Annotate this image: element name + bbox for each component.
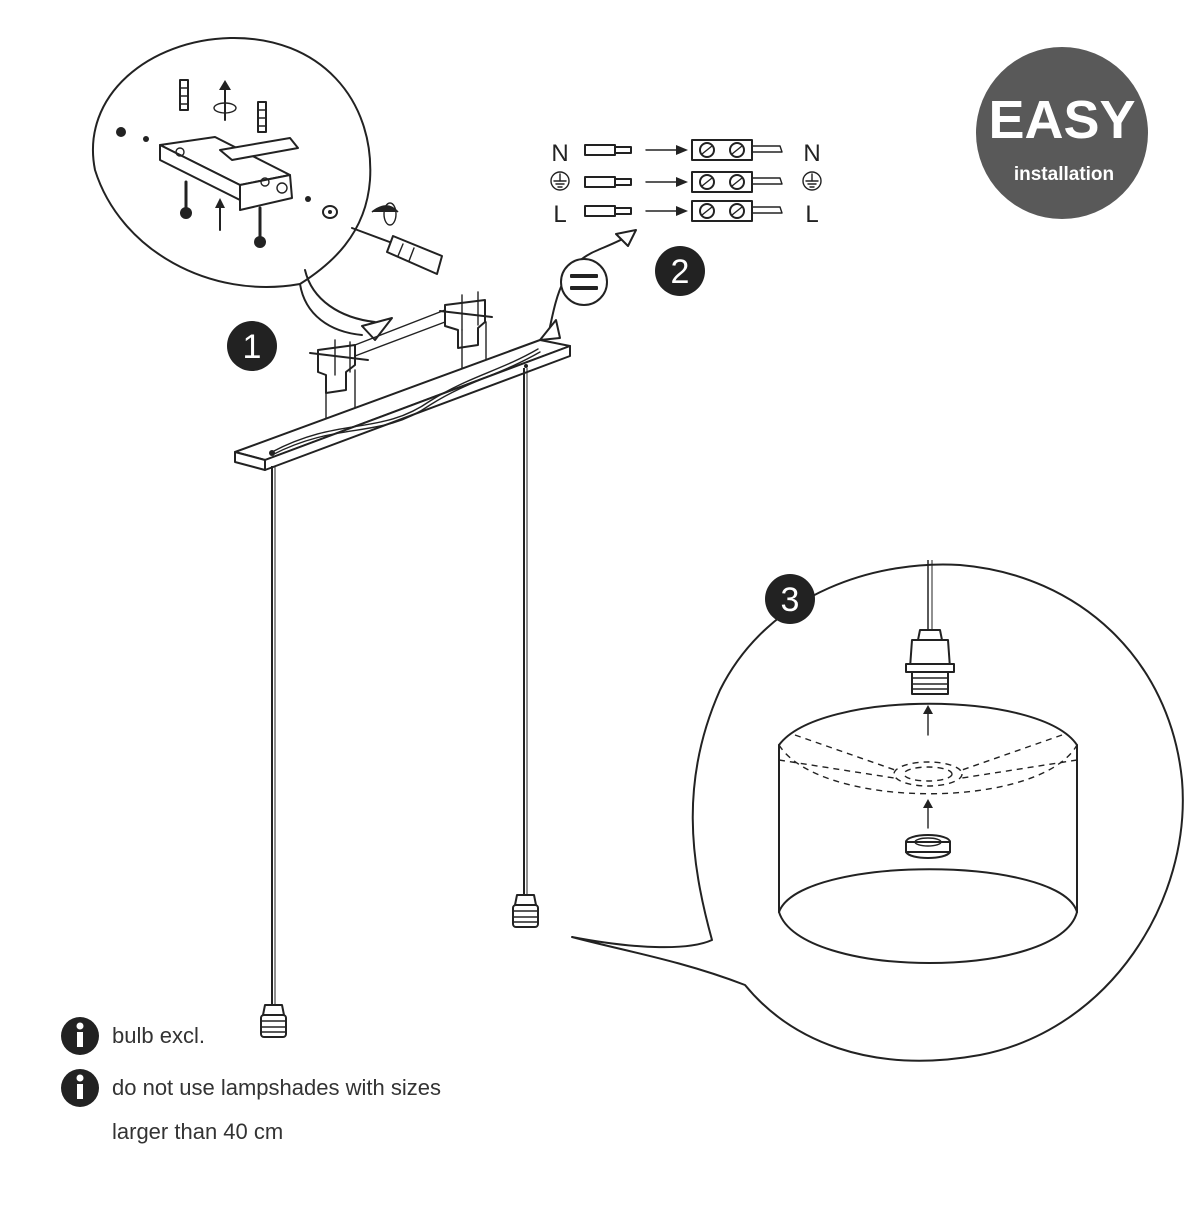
easy-installation-badge: EASY installation [976, 47, 1148, 219]
note-lampshade-size-line2: larger than 40 cm [112, 1119, 284, 1144]
canopy-bracket-right [444, 299, 486, 349]
wall-plug-right [257, 101, 267, 133]
side-screw-left [116, 127, 126, 137]
badge-circle [976, 47, 1148, 219]
rotate-arrow-icon [213, 80, 237, 121]
lamp-socket [905, 560, 955, 695]
step2-equals-connector [539, 229, 637, 341]
step2-number: 2 [671, 253, 690, 291]
wiring-diagram: N N [550, 139, 822, 228]
mounting-bracket [159, 136, 299, 211]
info-icon [61, 1069, 99, 1107]
wiring-row-neutral: N N [551, 139, 821, 167]
bubble-tail-arrow [361, 317, 393, 341]
ceiling-canopy-bar [234, 291, 571, 471]
screwdriver-icon [351, 202, 443, 275]
step1-detail-bubble [92, 36, 393, 341]
lock-ring [905, 834, 951, 859]
up-arrow-icon [923, 705, 933, 736]
step2-marker: 2 [655, 246, 705, 296]
wire-label-right-l: L [805, 201, 818, 228]
step3-detail-bubble [571, 560, 1184, 1062]
wall-plug-left [179, 79, 189, 111]
wire-label-right-n: N [803, 140, 820, 167]
wiring-row-earth [550, 171, 822, 193]
screw-right [254, 206, 266, 248]
step3-number: 3 [781, 581, 800, 619]
bubble-tail [304, 269, 376, 323]
note-lampshade-size-line1: do not use lampshades with sizes [112, 1075, 441, 1100]
note-bulb-excluded: bulb excl. [112, 1023, 205, 1048]
info-icon [61, 1017, 99, 1055]
lampshade-drum [778, 702, 1078, 964]
badge-title: EASY [988, 90, 1135, 150]
wire-label-left-l: L [553, 201, 566, 228]
pendant-left [260, 466, 287, 1038]
wire-label-left-n: N [551, 140, 568, 167]
pendant-right [512, 368, 539, 928]
up-arrow-icon [215, 198, 225, 231]
earth-icon-right [802, 171, 822, 191]
badge-subtitle: installation [1014, 164, 1114, 185]
screw-left [180, 180, 192, 219]
step1-number: 1 [243, 328, 262, 366]
side-nut-right [322, 205, 338, 219]
wiring-row-live: L L [553, 200, 819, 228]
earth-icon-left [550, 171, 570, 191]
step3-marker: 3 [765, 574, 815, 624]
step1-marker: 1 [227, 321, 277, 371]
up-arrow-icon [923, 799, 933, 829]
